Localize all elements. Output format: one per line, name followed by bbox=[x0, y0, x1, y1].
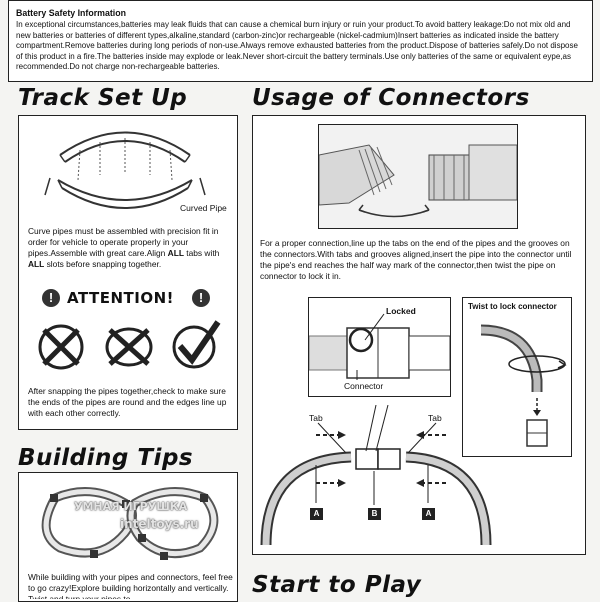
track-setup-heading: Track Set Up bbox=[18, 85, 188, 111]
track-setup-text-part3: slots before snapping together. bbox=[44, 259, 162, 269]
tab-label-left: Tab bbox=[309, 413, 323, 423]
twist-to-lock-label: Twist to lock connector bbox=[468, 302, 557, 311]
connector-photo-illustration bbox=[319, 125, 517, 228]
usage-connectors-text: For a proper connection,line up the tabs… bbox=[260, 238, 572, 281]
building-tips-heading: Building Tips bbox=[18, 445, 194, 471]
track-setup-all-2: ALL bbox=[28, 259, 45, 269]
tab-label-right: Tab bbox=[428, 413, 442, 423]
start-to-play-heading: Start to Play bbox=[252, 572, 422, 598]
track-setup-box bbox=[18, 115, 238, 430]
locked-label: Locked bbox=[386, 306, 416, 316]
pipes-and-connector-diagram bbox=[260, 405, 492, 546]
curved-pipe-label: Curved Pipe bbox=[180, 203, 227, 213]
watermark-line2: inteltoys.ru bbox=[120, 517, 199, 531]
attention-label: ATTENTION! bbox=[67, 289, 175, 307]
attention-exclamation-icon-right: ! bbox=[192, 289, 210, 307]
tag-b: B bbox=[368, 508, 381, 520]
battery-safety-box: Battery Safety Information In exceptiona… bbox=[8, 0, 593, 82]
building-tips-text: While building with your pipes and conne… bbox=[28, 572, 233, 599]
twist-to-lock-illustration bbox=[480, 324, 567, 447]
building-tips-pipes-illustration bbox=[41, 487, 219, 560]
track-setup-all-1: ALL bbox=[167, 248, 184, 258]
after-snapping-text: After snapping the pipes together,check … bbox=[28, 386, 227, 418]
correct-pipe-end-icon bbox=[172, 320, 221, 369]
track-setup-text-part1: Curve pipes must be assembled with preci… bbox=[28, 226, 219, 258]
connector-label: Connector bbox=[344, 381, 384, 391]
battery-safety-title: Battery Safety Information bbox=[16, 8, 126, 18]
track-setup-text-part2: tabs with bbox=[183, 248, 220, 258]
curved-pipe-illustration bbox=[44, 131, 206, 209]
tag-a-left: A bbox=[310, 508, 323, 520]
wrong-pipe-end-icon-2 bbox=[105, 327, 153, 367]
twist-to-lock-frame bbox=[462, 297, 572, 457]
track-setup-text: Curve pipes must be assembled with preci… bbox=[28, 226, 228, 270]
wrong-pipe-end-icon-1 bbox=[38, 324, 84, 370]
attention-exclamation-icon-left: ! bbox=[42, 289, 60, 307]
battery-safety-text: In exceptional circumstances,batteries m… bbox=[16, 20, 578, 71]
watermark-line1: УМНАЯ ИГРУШКА bbox=[74, 500, 188, 513]
tag-a-right: A bbox=[422, 508, 435, 520]
usage-connectors-heading: Usage of Connectors bbox=[252, 85, 530, 111]
locked-connector-illustration bbox=[309, 313, 450, 380]
